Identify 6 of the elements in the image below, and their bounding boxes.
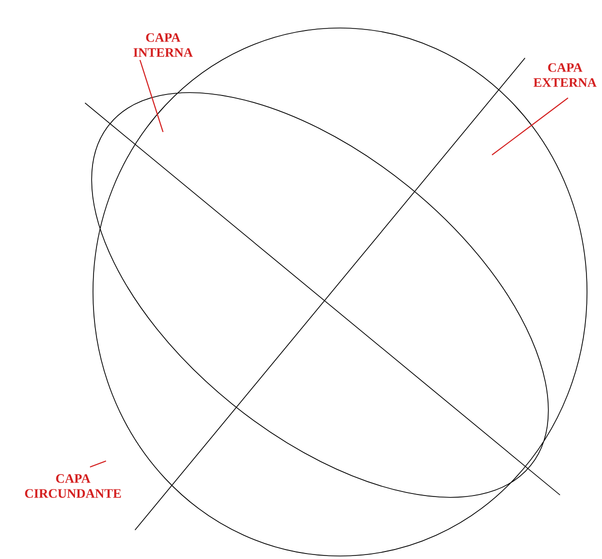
layer-label: CAPA EXTERNA — [534, 63, 597, 87]
leader-line — [90, 460, 106, 468]
leader-line — [139, 60, 164, 132]
leader-line — [492, 98, 568, 156]
layer-label: CAPA CIRCUNDANTE — [25, 474, 121, 498]
layer-label: CAPA INTERNA — [134, 33, 193, 57]
